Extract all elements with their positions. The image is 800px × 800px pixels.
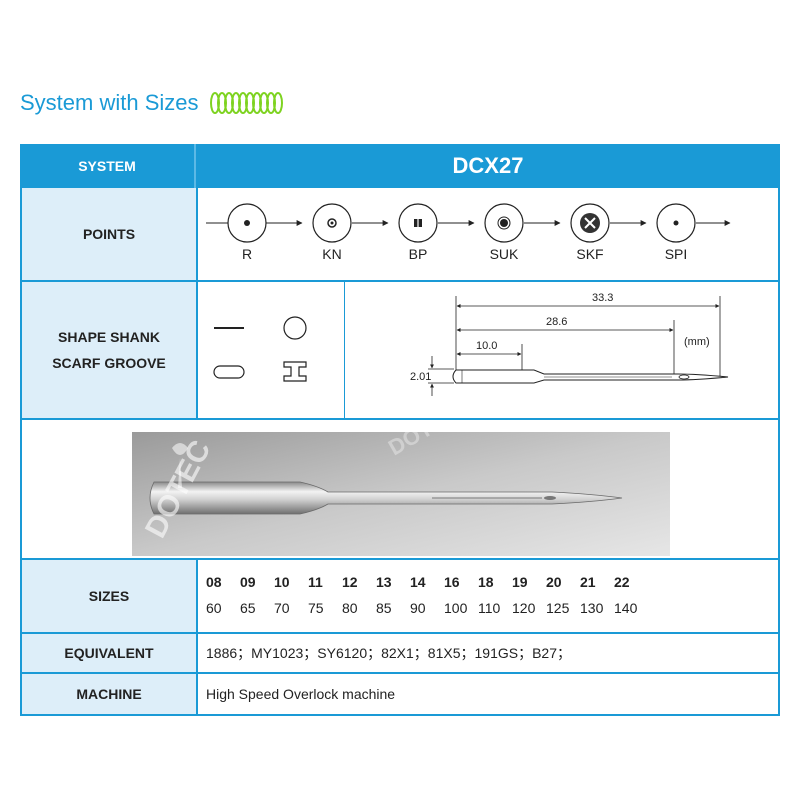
- points-row: POINTS: [20, 188, 780, 282]
- machine-value: High Speed Overlock machine: [206, 686, 396, 702]
- size-value: 120: [512, 600, 536, 616]
- size-value: 85: [376, 600, 392, 616]
- size-value: 10: [274, 574, 290, 590]
- equivalent-row: EQUIVALENT 1886；MY1023；SY6120；82X1；81X5；…: [20, 634, 780, 674]
- dim-total: 33.3: [592, 292, 613, 304]
- needle-dimension-diagram: 33.3 28.6 10.0 (mm) 2.01: [410, 292, 729, 396]
- machine-label: MACHINE: [22, 674, 198, 714]
- size-value: 14: [410, 574, 426, 590]
- size-value: 13: [376, 574, 392, 590]
- size-value: 130: [580, 600, 604, 616]
- point-skf-icon: [570, 203, 610, 243]
- size-value: 65: [240, 600, 256, 616]
- point-r-icon: [227, 203, 267, 243]
- equivalent-label: EQUIVALENT: [22, 634, 198, 672]
- page-title: System with Sizes: [20, 90, 199, 115]
- page-title-block: System with Sizes: [20, 90, 283, 116]
- shank-shape-icons: [213, 282, 345, 418]
- shape-label: SHAPE SHANK SCARF GROOVE: [22, 282, 198, 418]
- sizes-cell: 08 09 10 11 12 13 14 16 18 19 20 21 22 60 65 70 75 80 85 9…: [198, 560, 778, 632]
- size-value: 75: [308, 600, 324, 616]
- size-value: 90: [410, 600, 426, 616]
- point-bp-icon: [398, 203, 438, 243]
- point-label: SPI: [664, 246, 688, 262]
- oval-groove-icon: [213, 365, 245, 379]
- scarf-groove-icon: [283, 361, 307, 382]
- size-value: 80: [342, 600, 358, 616]
- needle-photo: DOTEC DOTEC: [132, 432, 670, 556]
- dim-short: 10.0: [476, 340, 497, 352]
- system-row: SYSTEM DCX27: [20, 144, 780, 188]
- point-label: BP: [408, 246, 428, 262]
- round-shank-icon: [283, 316, 307, 340]
- dim-unit: (mm): [684, 336, 710, 348]
- sizes-nm-top: 08 09 10 11 12 13 14 16 18 19 20 21 22: [206, 574, 648, 590]
- shape-row: SHAPE SHANK SCARF GROOVE: [20, 282, 780, 420]
- size-value: 21: [580, 574, 596, 590]
- photo-row: DOTEC DOTEC: [20, 420, 780, 560]
- system-value: DCX27: [452, 153, 524, 178]
- shape-label-line1: SHAPE SHANK: [58, 329, 160, 345]
- equivalent-cell: 1886；MY1023；SY6120；82X1；81X5；191GS；B27；: [198, 634, 778, 672]
- shape-cell: 33.3 28.6 10.0 (mm) 2.01: [198, 282, 778, 418]
- spring-coil-icon: [209, 92, 283, 114]
- size-value: 19: [512, 574, 528, 590]
- size-value: 22: [614, 574, 630, 590]
- spec-table: SYSTEM DCX27 POINTS: [20, 144, 780, 716]
- machine-cell: High Speed Overlock machine: [198, 674, 778, 714]
- point-label: SUK: [489, 246, 519, 262]
- dim-diameter: 2.01: [410, 371, 431, 383]
- size-value: 16: [444, 574, 460, 590]
- size-value: 125: [546, 600, 570, 616]
- size-value: 140: [614, 600, 638, 616]
- machine-row: MACHINE High Speed Overlock machine: [20, 674, 780, 716]
- point-label: R: [241, 246, 253, 262]
- size-value: 60: [206, 600, 222, 616]
- equivalent-value: 1886；MY1023；SY6120；82X1；81X5；191GS；B27；: [206, 645, 571, 661]
- dim-mid: 28.6: [546, 316, 567, 328]
- points-label: POINTS: [22, 188, 198, 280]
- point-label: KN: [322, 246, 342, 262]
- points-cell: R KN BP SUK SKF SPI: [198, 188, 778, 280]
- point-suk-icon: [484, 203, 524, 243]
- watermark-logo-icon: [172, 443, 188, 488]
- size-value: 11: [308, 574, 323, 590]
- size-value: 20: [546, 574, 562, 590]
- point-spi-icon: [656, 203, 696, 243]
- size-value: 18: [478, 574, 494, 590]
- point-label: SKF: [576, 246, 604, 262]
- size-value: 110: [478, 600, 501, 616]
- shape-label-line2: SCARF GROOVE: [52, 355, 166, 371]
- sizes-nm-bottom: 60 65 70 75 80 85 90 100 110 120 125 130 140: [206, 600, 648, 616]
- system-label: SYSTEM: [20, 144, 196, 188]
- size-value: 08: [206, 574, 222, 590]
- sizes-row: SIZES 08 09 10 11 12 13 14 16 18 19 20 21 22 60 65 70 7…: [20, 560, 780, 634]
- size-value: 100: [444, 600, 468, 616]
- size-value: 09: [240, 574, 256, 590]
- points-diagram: [206, 203, 731, 243]
- size-value: 12: [342, 574, 358, 590]
- size-value: 70: [274, 600, 290, 616]
- point-kn-icon: [312, 203, 352, 243]
- sizes-label: SIZES: [22, 560, 198, 632]
